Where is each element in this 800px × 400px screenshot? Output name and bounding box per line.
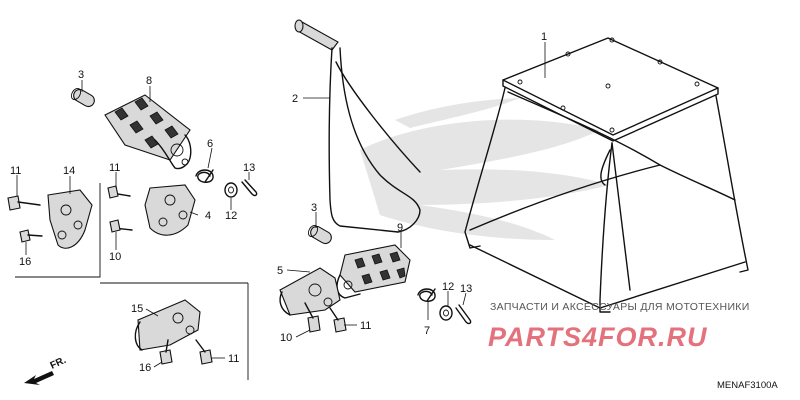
bolts-lower-left <box>159 339 213 365</box>
diagram-code: MENAF3100A <box>717 380 778 391</box>
front-label: FR. <box>49 357 68 372</box>
callout-numbers: 1 2 3 3 4 5 6 7 8 9 10 10 11 11 11 11 12… <box>10 31 547 374</box>
part-4-bracket <box>144 184 196 236</box>
callout-2: 2 <box>292 93 298 105</box>
callout-13: 13 <box>460 283 472 295</box>
part-13-cotter-pin-upper <box>241 179 258 197</box>
callout-8: 8 <box>146 75 152 87</box>
part-9-footpeg-lower <box>336 244 411 299</box>
callout-14: 14 <box>63 165 75 177</box>
callout-5: 5 <box>277 265 283 277</box>
watermark-logo: PARTS4FOR.RU <box>488 322 708 352</box>
callout-7: 7 <box>424 325 430 337</box>
part-12-washer-upper <box>224 182 238 198</box>
callout-1: 1 <box>541 31 547 43</box>
part-5-bracket-lower <box>279 267 341 316</box>
part-3-pin-lower <box>307 224 332 245</box>
honda-wing-watermark <box>360 98 610 240</box>
leader-lines <box>16 42 546 368</box>
callout-13: 13 <box>243 162 255 174</box>
watermark-shop-line: ЗАПЧАСТИ И АКСЕССУАРЫ ДЛЯ МОТОТЕХНИКИ <box>490 301 750 313</box>
part-12-washer-lower <box>439 305 453 321</box>
part-1-stand <box>464 37 749 313</box>
bolts-lower-middle <box>304 302 347 333</box>
bolts-left <box>7 195 43 243</box>
callout-12: 12 <box>225 210 237 222</box>
callout-3: 3 <box>311 202 317 214</box>
callout-12: 12 <box>442 281 454 293</box>
part-2-stand-handle <box>294 19 421 233</box>
part-8-footpeg-upper <box>104 94 192 170</box>
part-13-cotter-pin-lower <box>455 304 472 325</box>
callout-6: 6 <box>207 138 213 150</box>
part-15-bracket-lower-left <box>134 299 201 351</box>
part-6-spring-upper <box>195 169 214 183</box>
callout-11: 11 <box>109 162 120 174</box>
callout-16: 16 <box>19 256 31 268</box>
callout-9: 9 <box>397 222 403 234</box>
callout-11: 11 <box>228 353 239 365</box>
bolts-upper-middle <box>107 185 133 233</box>
callout-10: 10 <box>280 332 292 344</box>
callout-11: 11 <box>10 165 21 177</box>
callout-10: 10 <box>109 251 121 263</box>
front-direction-arrow-icon: FR. <box>24 357 68 385</box>
callout-11: 11 <box>360 320 371 332</box>
callout-15: 15 <box>131 303 143 315</box>
part-14-bracket-left <box>47 189 93 249</box>
callout-4: 4 <box>205 210 211 222</box>
callout-16: 16 <box>139 362 151 374</box>
callout-3: 3 <box>78 69 84 81</box>
separator-lines <box>15 183 249 380</box>
part-3-pin-upper <box>70 87 95 108</box>
part-7-spring-lower <box>417 288 436 302</box>
